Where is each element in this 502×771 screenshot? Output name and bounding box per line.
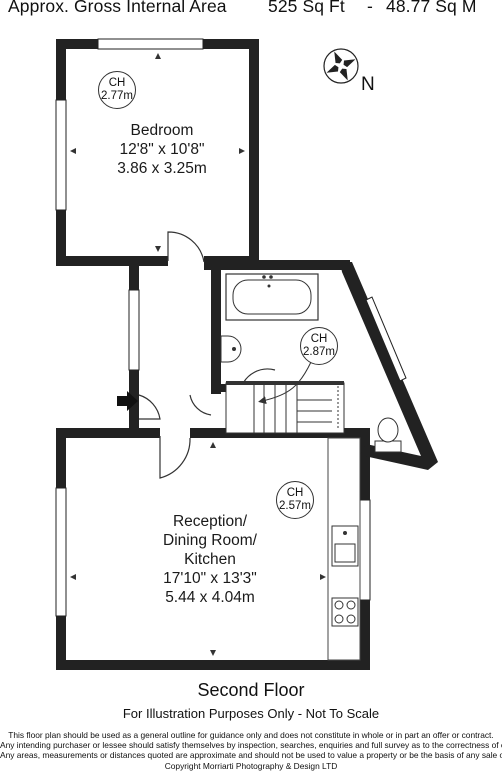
bedroom-name: Bedroom <box>130 122 194 139</box>
reception-name-2: Dining Room/ <box>163 532 257 549</box>
bedroom-imperial: 12'8" x 10'8" <box>119 141 205 158</box>
illustration-note: For Illustration Purposes Only - Not To … <box>122 706 380 721</box>
toilet <box>374 417 402 453</box>
ceiling-height-bathroom: CH 2.87m <box>300 327 338 365</box>
disclaimer-line: This floor plan should be used as a gene… <box>8 730 494 740</box>
floor-name: Second Floor <box>197 680 305 700</box>
kitchen-units <box>327 437 361 661</box>
compass-north-label: N <box>361 74 375 95</box>
bedroom-label: Bedroom 12'8" x 10'8" 3.86 x 3.25m <box>92 121 232 178</box>
dimension-ticks <box>70 53 326 656</box>
ch-label: CH <box>310 333 328 345</box>
ch-label: CH <box>286 487 304 499</box>
ch-label: CH <box>108 77 126 89</box>
disclaimer-line: Any areas, measurements or distances quo… <box>0 750 502 760</box>
reception-imperial: 17'10" x 13'3" <box>163 570 257 587</box>
copyright-line: Copyright Morriarti Photography & Design… <box>164 761 338 771</box>
bathtub <box>225 273 319 321</box>
area-dash: - <box>367 0 373 16</box>
compass-icon <box>323 48 359 84</box>
entrance-arrow <box>117 391 138 411</box>
ceiling-height-reception: CH 2.57m <box>276 481 314 519</box>
reception-name-1: Reception/ <box>172 513 248 530</box>
area-sqm: 48.77 Sq M <box>386 0 477 16</box>
area-label: Approx. Gross Internal Area <box>8 0 227 16</box>
bathroom-window <box>365 296 407 382</box>
windows <box>55 38 371 617</box>
area-sqft: 525 Sq Ft <box>268 0 345 16</box>
bedroom-metric: 3.86 x 3.25m <box>117 160 207 177</box>
basin <box>220 335 242 363</box>
ceiling-height-bedroom: CH 2.77m <box>98 71 136 109</box>
angled-wall <box>340 262 438 470</box>
reception-label: Reception/ Dining Room/ Kitchen 17'10" x… <box>140 512 280 607</box>
ch-value: 2.87m <box>303 346 335 358</box>
ch-value: 2.77m <box>101 90 133 102</box>
disclaimer-line: Any intending purchaser or lessee should… <box>0 740 502 750</box>
stairs <box>225 361 345 434</box>
reception-name-3: Kitchen <box>184 551 236 568</box>
ch-value: 2.57m <box>279 500 311 512</box>
reception-metric: 5.44 x 4.04m <box>165 589 255 606</box>
